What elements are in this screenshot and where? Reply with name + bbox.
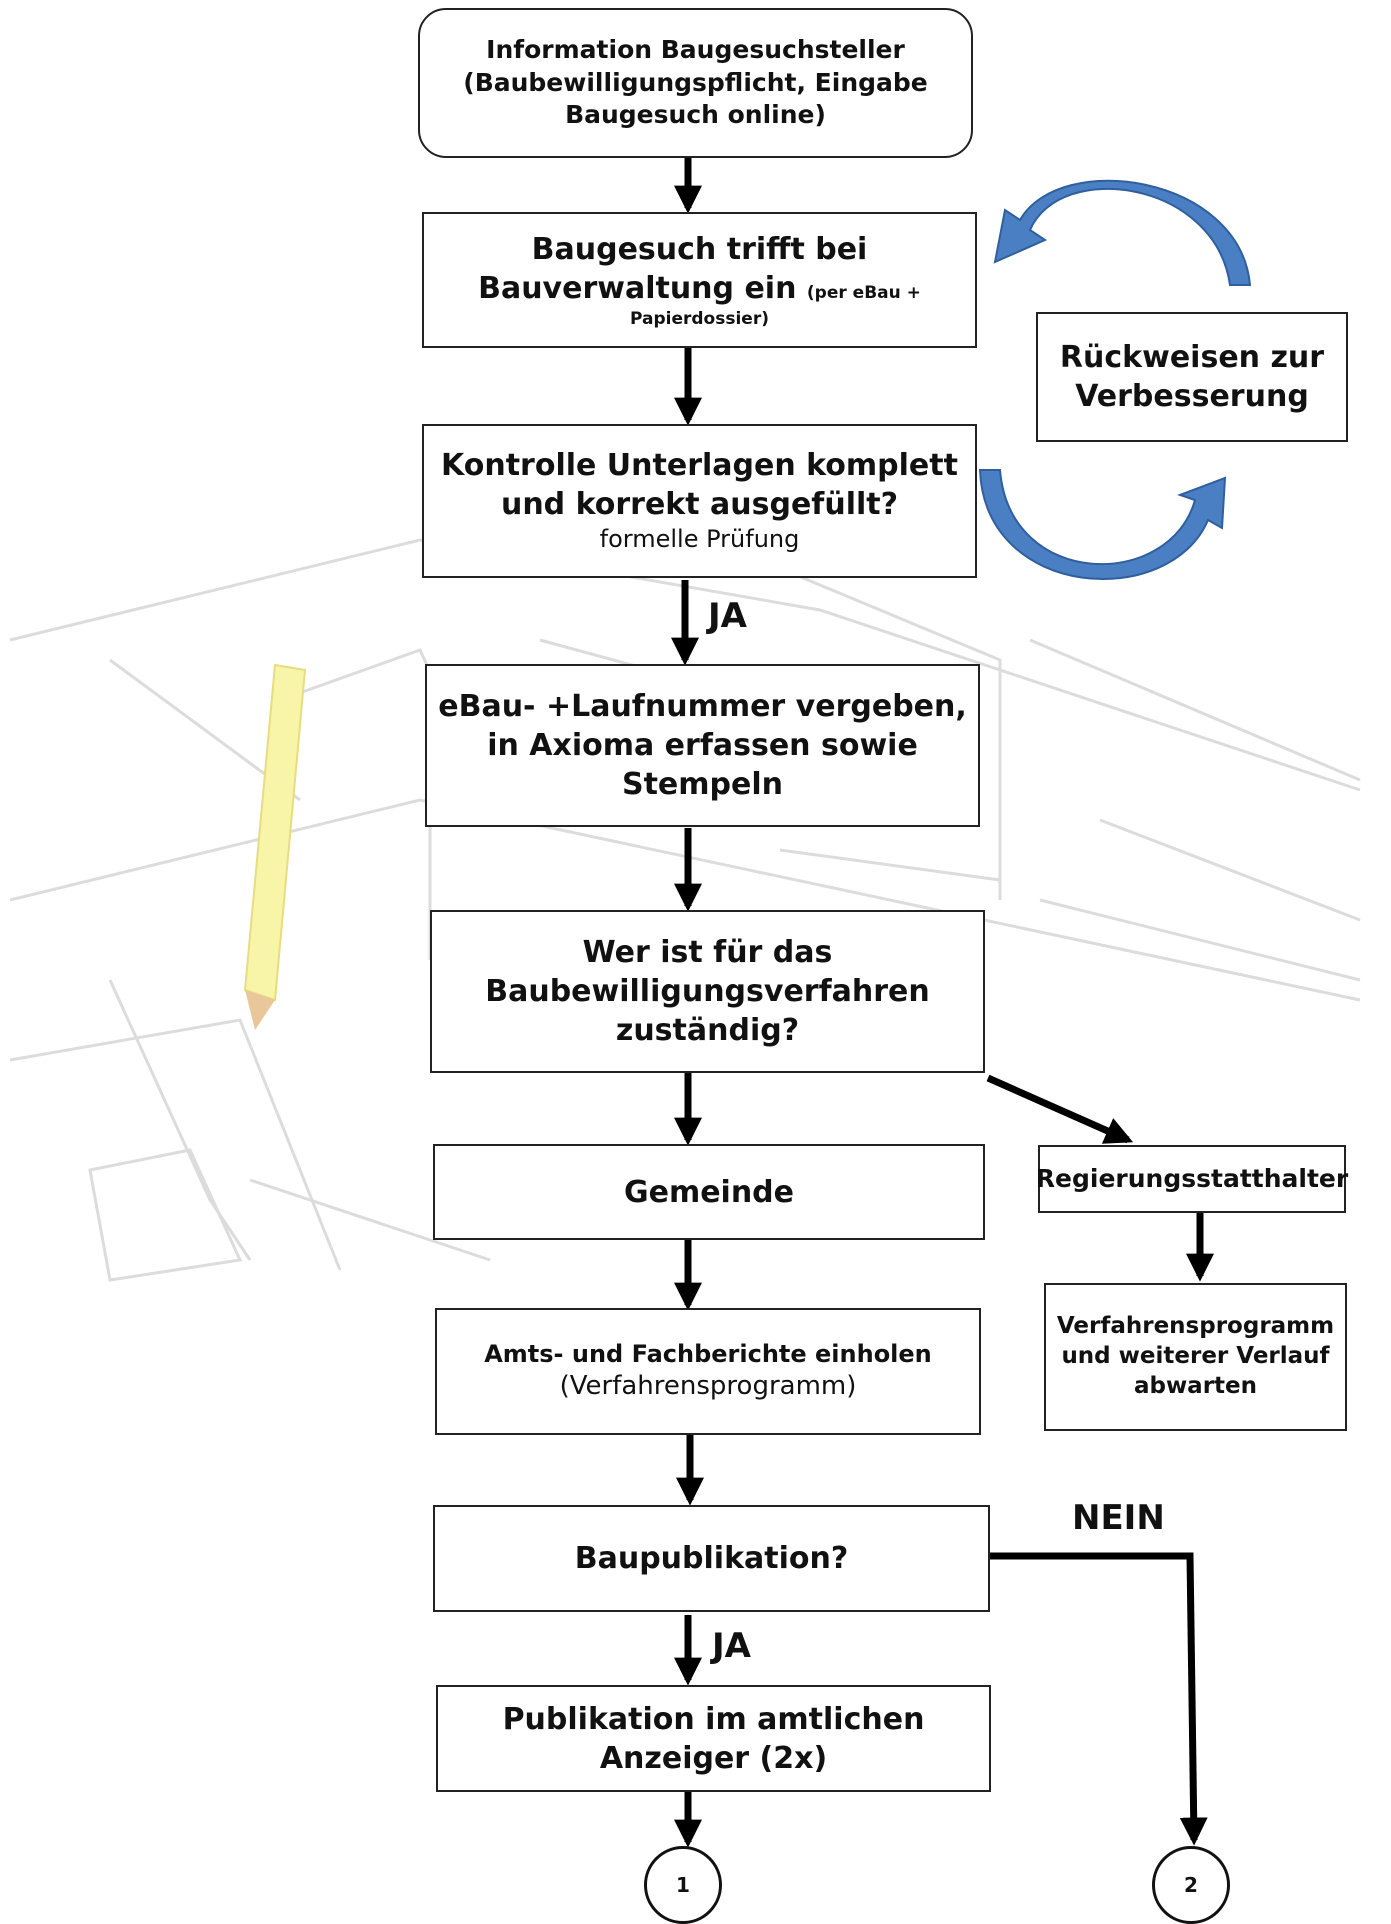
start-box: Information Baugesuchsteller (Baubewilli… [418,8,973,158]
check-line1: Kontrolle Unterlagen komplett [441,448,958,484]
assign-line2: in Axioma erfassen sowie [487,728,918,763]
check-sub: formelle Prüfung [599,525,800,554]
check-box: Kontrolle Unterlagen komplett und korrek… [422,424,977,578]
gemeinde-box: Gemeinde [433,1144,985,1240]
nein-label: NEIN [1072,1498,1165,1538]
receive-line1: Baugesuch trifft bei [531,231,868,267]
statthalter-box: Regierungsstatthalter [1035,1145,1349,1213]
ja-label-1: JA [708,596,747,636]
curved-arrow-top-icon [993,179,1252,286]
reports-line2: (Verfahrensprogramm) [559,1371,857,1402]
program-line3: abwarten [1133,1372,1258,1399]
arrow-nein-to-connector2 [988,1552,1208,1846]
reject-line2: Verbesserung [1075,379,1309,414]
who-line3: zuständig? [615,1013,800,1048]
who-line1: Wer ist für das [582,935,833,970]
start-line3: Baugesuch online) [565,100,826,130]
receive-note-1: (per eBau + [806,282,921,303]
pencil-icon [243,663,307,1030]
who-line2: Baubewilligungsverfahren [485,974,930,1009]
publication-line2: Anzeiger (2x) [599,1740,828,1776]
receive-box: Baugesuch trifft bei Bauverwaltung ein (… [422,212,977,348]
statthalter-label: Regierungsstatthalter [1035,1163,1349,1193]
publication-box: Publikation im amtlichen Anzeiger (2x) [436,1685,991,1792]
curved-arrow-bottom-icon [978,469,1227,581]
start-line2: (Baubewilligungspflicht, Eingabe [463,67,928,97]
assign-line3: Stempeln [621,767,783,802]
check-line2: und korrekt ausgefüllt? [500,487,899,523]
reports-box: Amts- und Fachberichte einholen (Verfahr… [435,1308,981,1435]
ja-label-2: JA [712,1626,751,1666]
connector-2: 2 [1152,1846,1230,1924]
reject-box: Rückweisen zur Verbesserung [1036,312,1348,442]
receive-line2: Bauverwaltung ein [478,270,797,306]
reject-line1: Rückweisen zur [1059,340,1325,375]
publication-question-label: Baupublikation? [574,1541,849,1576]
assign-box: eBau- +Laufnummer vergeben, in Axioma er… [425,664,980,827]
program-box: Verfahrensprogramm und weiterer Verlauf … [1044,1283,1347,1431]
connector-1: 1 [644,1846,722,1924]
program-line1: Verfahrensprogramm [1056,1313,1335,1340]
connector-2-label: 2 [1184,1873,1198,1897]
who-box: Wer ist für das Baubewilligungsverfahren… [430,910,985,1073]
program-line2: und weiterer Verlauf [1061,1343,1330,1370]
connector-1-label: 1 [676,1873,690,1897]
start-line1: Information Baugesuchsteller [486,35,905,65]
gemeinde-label: Gemeinde [623,1174,795,1210]
publication-line1: Publikation im amtlichen [502,1701,925,1737]
receive-note-2: Papierdossier) [630,308,769,329]
publication-question-box: Baupublikation? [433,1505,990,1612]
assign-line1: eBau- +Laufnummer vergeben, [438,689,967,724]
arrow-who-to-statthalter [986,1074,1134,1144]
reports-line1: Amts- und Fachberichte einholen [484,1340,932,1368]
